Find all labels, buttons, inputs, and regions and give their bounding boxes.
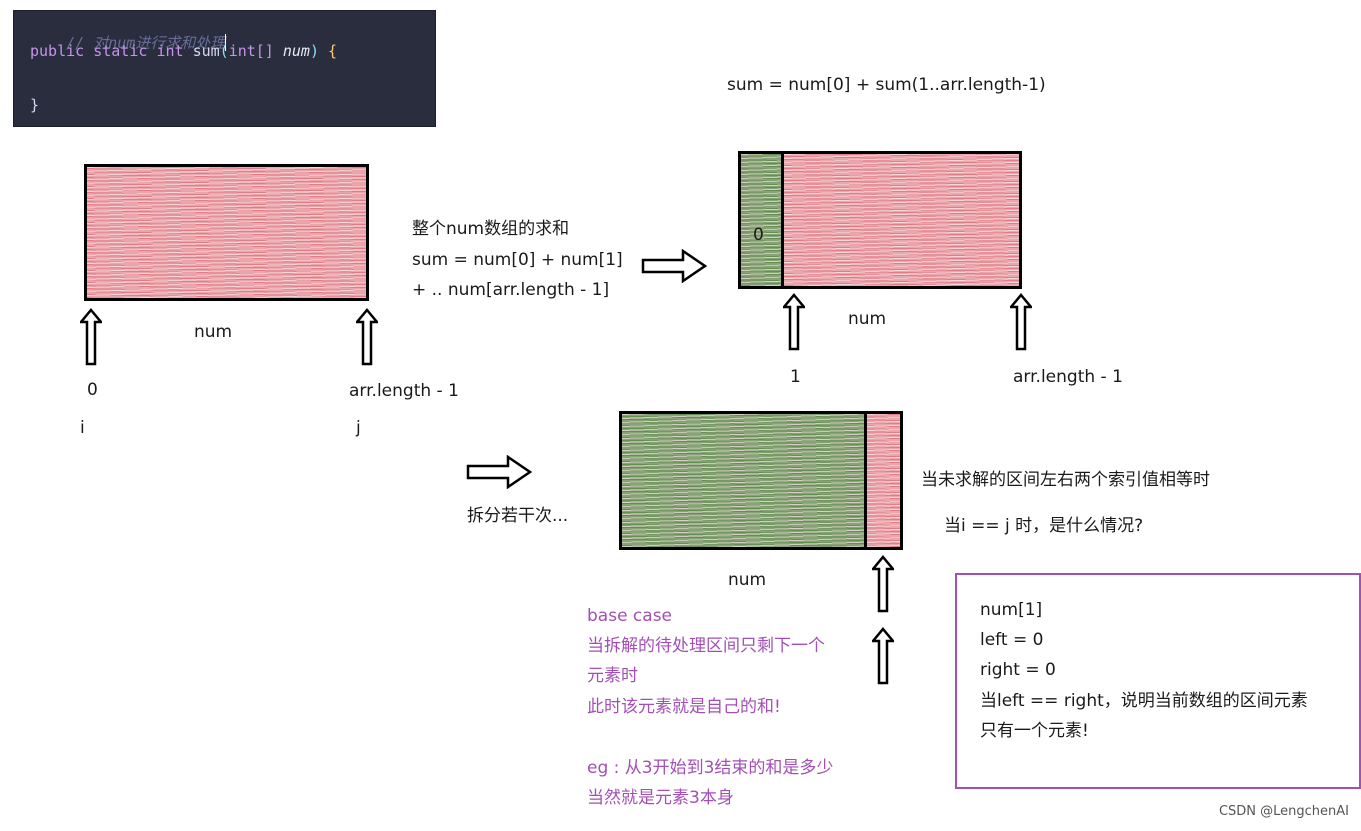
- up-arrow-icon: [356, 308, 378, 366]
- base-case-line-4: 此时该元素就是自己的和!: [587, 697, 781, 717]
- code-open-brace: {: [328, 42, 338, 60]
- base-case-line-2: 当拆解的待处理区间只剩下一个: [587, 636, 825, 656]
- first-element-cell: [741, 154, 781, 286]
- i-equals-j-question: 当i == j 时，是什么情况?: [944, 516, 1144, 536]
- right-var-label: j: [356, 418, 361, 438]
- split-left-index: 1: [790, 367, 801, 387]
- final-divider: [864, 414, 867, 547]
- left-var-label: i: [80, 418, 85, 438]
- info-line-4: 当left == right，说明当前数组的区间元素: [980, 691, 1308, 711]
- info-line-5: 只有一个元素!: [980, 721, 1089, 741]
- code-keyword-static: static: [93, 42, 148, 60]
- watermark: CSDN @LengchenAI: [1218, 804, 1349, 819]
- base-case-line-1: base case: [587, 606, 673, 626]
- up-arrow-icon: [783, 293, 805, 351]
- equal-indices-note: 当未求解的区间左右两个索引值相等时: [921, 470, 1210, 490]
- final-array-label: num: [728, 570, 767, 590]
- base-case-example: eg : 从3开始到3结束的和是多少: [587, 758, 834, 778]
- base-case-line-3: 元素时: [587, 666, 638, 686]
- explain-line-1: 整个num数组的求和: [412, 219, 570, 239]
- code-snippet: // 对num进行求和处理 public static int sum(int[…: [13, 10, 436, 127]
- info-line-3: right = 0: [980, 660, 1056, 680]
- code-line-signature: public static int sum(int[] num) {: [30, 42, 337, 60]
- full-array-box: [84, 164, 369, 301]
- final-array-box: [619, 411, 903, 550]
- info-line-2: left = 0: [980, 630, 1044, 650]
- split-right-index: arr.length - 1: [1013, 367, 1123, 387]
- left-index-label: 0: [87, 380, 98, 400]
- code-function-name: sum: [192, 42, 220, 60]
- right-arrow-icon: [466, 455, 532, 489]
- right-index-label: arr.length - 1: [349, 381, 459, 401]
- split-array-label: num: [848, 309, 887, 329]
- split-array-box: [738, 151, 1022, 289]
- up-arrow-icon: [872, 627, 894, 685]
- cell-divider: [781, 154, 784, 286]
- base-case-answer: 当然就是元素3本身: [587, 788, 734, 808]
- code-close-brace: }: [30, 96, 40, 114]
- code-open-paren: (: [219, 42, 229, 60]
- code-line-close: }: [30, 96, 39, 114]
- code-keyword-int: int: [156, 42, 184, 60]
- explain-line-2: sum = num[0] + num[1]: [412, 250, 623, 270]
- recursion-formula: sum = num[0] + sum(1..arr.length-1): [727, 75, 1046, 95]
- right-arrow-icon: [641, 249, 707, 283]
- code-keyword-public: public: [30, 42, 85, 60]
- explain-line-3: + .. num[arr.length - 1]: [412, 280, 610, 300]
- info-line-1: num[1]: [980, 600, 1043, 620]
- full-array-label: num: [194, 322, 233, 342]
- first-cell-label: 0: [753, 225, 764, 245]
- up-arrow-icon: [872, 555, 894, 613]
- code-param-type: int[]: [228, 42, 274, 60]
- split-several-label: 拆分若干次...: [467, 506, 569, 526]
- last-element-cell: [867, 414, 900, 547]
- up-arrow-icon: [1010, 293, 1032, 351]
- code-line-comment: // 对num进行求和处理: [30, 14, 227, 71]
- code-close-paren: ): [309, 42, 319, 60]
- text-cursor: [225, 34, 227, 51]
- processed-elements: [622, 414, 864, 547]
- code-comment: // 对num进行求和处理: [66, 34, 226, 52]
- remaining-elements: [784, 154, 1019, 286]
- info-box: [955, 573, 1361, 789]
- code-param-name: num: [282, 42, 310, 60]
- up-arrow-icon: [80, 308, 102, 366]
